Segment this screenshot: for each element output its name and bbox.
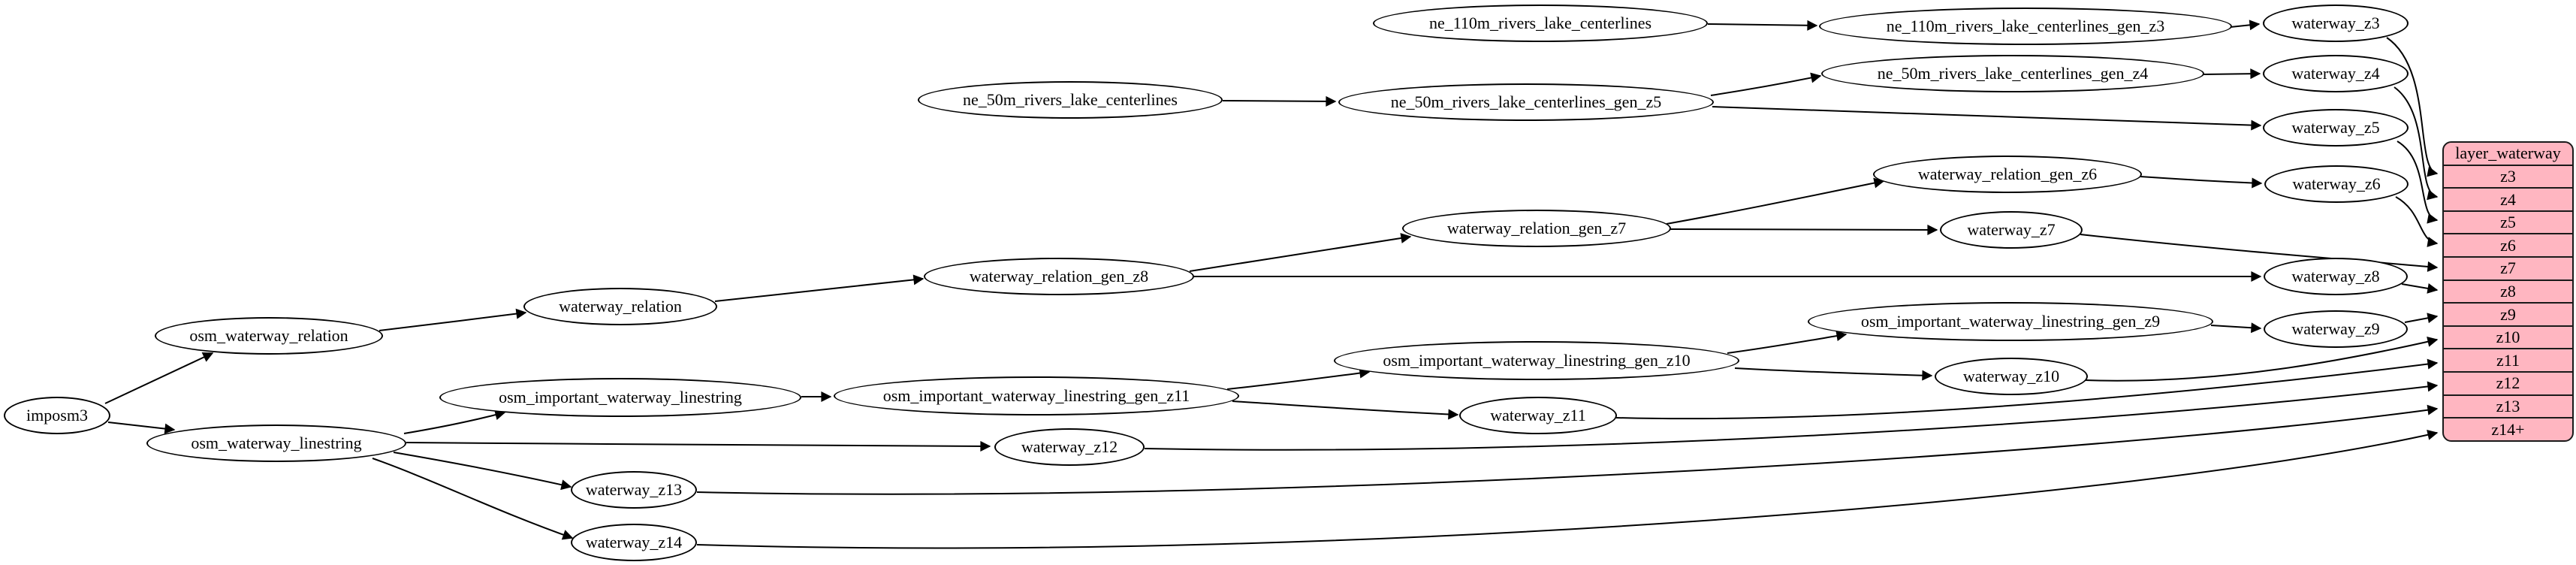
edge-waterway-z12-to-row-z12	[1144, 381, 2439, 451]
edge-osm-waterway-relation-to-waterway-relation	[379, 308, 527, 331]
edge-gen-z11-to-waterway-z11	[1232, 400, 1459, 420]
edge-waterway-z5-to-row-z5	[2397, 140, 2439, 224]
node-waterway-relation: waterway_relation	[523, 288, 717, 325]
node-waterway-z6: waterway_z6	[2264, 165, 2409, 203]
edge-waterway-relation-gen-z8-to-waterway-relation-gen-z7	[1189, 233, 1412, 272]
edge-ne-50m-gen-z5-to-gen-z4	[1710, 72, 1822, 96]
edge-waterway-z10-to-row-z10	[2084, 336, 2439, 382]
edge-imposm3-to-osm-waterway-relation	[104, 352, 214, 404]
node-waterway-z3: waterway_z3	[2263, 5, 2409, 42]
table-row-z3: z3	[2444, 164, 2572, 188]
edge-waterway-z6-to-row-z6	[2395, 196, 2439, 247]
node-osm-important-waterway-linestring-gen-z10: osm_important_waterway_linestring_gen_z1…	[1334, 341, 1739, 380]
edge-waterway-relation-gen-z6-to-waterway-z6	[2140, 176, 2263, 189]
table-row-z12: z12	[2444, 371, 2572, 394]
node-waterway-z12: waterway_z12	[994, 428, 1145, 466]
edge-waterway-z13-to-row-z13	[696, 404, 2439, 495]
node-osm-waterway-relation: osm_waterway_relation	[155, 317, 383, 355]
edge-imposm3-to-osm-waterway-linestring	[107, 421, 176, 434]
edge-waterway-z3-to-row-z3	[2386, 37, 2439, 177]
edge-ne-110m-gen-z3-to-waterway-z3	[2230, 20, 2261, 31]
edge-waterway-z14-to-row-z14plus	[696, 429, 2439, 549]
edge-waterway-z7-to-row-z7	[2080, 234, 2439, 272]
table-layer-waterway: layer_waterway z3 z4 z5 z6 z7 z8 z9 z10 …	[2442, 141, 2574, 442]
edge-waterway-relation-to-waterway-relation-gen-z8	[714, 274, 925, 302]
table-row-z6: z6	[2444, 233, 2572, 256]
table-row-z11: z11	[2444, 348, 2572, 371]
edge-ne-110m-rivers-lake-centerlines-to-gen-z3	[1707, 20, 1818, 31]
edge-waterway-relation-gen-z7-to-waterway-relation-gen-z6	[1666, 177, 1885, 225]
node-osm-important-waterway-linestring-gen-z9: osm_important_waterway_linestring_gen_z9	[1808, 302, 2213, 341]
edge-osm-waterway-linestring-to-osm-important-waterway-linestring	[403, 409, 506, 434]
node-waterway-z13: waterway_z13	[571, 471, 697, 509]
edge-osm-waterway-linestring-to-waterway-z13	[393, 452, 572, 491]
table-row-z14plus: z14+	[2444, 417, 2572, 440]
node-ne-50m-rivers-lake-centerlines-gen-z5: ne_50m_rivers_lake_centerlines_gen_z5	[1338, 83, 1714, 121]
node-osm-waterway-linestring: osm_waterway_linestring	[146, 425, 406, 462]
node-osm-important-waterway-linestring: osm_important_waterway_linestring	[439, 378, 801, 417]
node-ne-110m-rivers-lake-centerlines: ne_110m_rivers_lake_centerlines	[1373, 5, 1708, 42]
node-waterway-z7: waterway_z7	[1940, 211, 2083, 249]
edge-gen-z10-to-gen-z9	[1727, 331, 1848, 354]
table-row-z7: z7	[2444, 256, 2572, 279]
table-row-z4: z4	[2444, 187, 2572, 210]
node-waterway-z4: waterway_z4	[2263, 55, 2409, 92]
edge-waterway-z9-to-row-z9	[2404, 313, 2439, 324]
node-ne-50m-rivers-lake-centerlines: ne_50m_rivers_lake_centerlines	[918, 81, 1223, 119]
node-imposm3: imposm3	[4, 397, 110, 434]
edge-ne-50m-gen-z5-to-waterway-z5	[1712, 106, 2262, 131]
table-row-z13: z13	[2444, 394, 2572, 418]
node-ne-110m-rivers-lake-centerlines-gen-z3: ne_110m_rivers_lake_centerlines_gen_z3	[1819, 8, 2232, 45]
edge-waterway-relation-gen-z7-to-waterway-z7	[1670, 224, 1938, 235]
node-waterway-relation-gen-z8: waterway_relation_gen_z8	[924, 258, 1194, 295]
node-waterway-z8: waterway_z8	[2264, 258, 2408, 295]
edge-gen-z11-to-gen-z10	[1226, 367, 1371, 390]
edge-waterway-z11-to-row-z11	[1615, 358, 2439, 420]
node-waterway-z10: waterway_z10	[1935, 358, 2088, 395]
edge-gen-z9-to-waterway-z9	[2210, 322, 2262, 334]
table-row-z8: z8	[2444, 279, 2572, 303]
node-waterway-relation-gen-z7: waterway_relation_gen_z7	[1402, 210, 1671, 247]
table-row-z10: z10	[2444, 325, 2572, 349]
node-waterway-z5: waterway_z5	[2263, 109, 2409, 147]
node-waterway-relation-gen-z6: waterway_relation_gen_z6	[1873, 156, 2142, 193]
node-osm-important-waterway-linestring-gen-z11: osm_important_waterway_linestring_gen_z1…	[834, 376, 1239, 415]
node-waterway-z11: waterway_z11	[1459, 397, 1617, 434]
table-row-z9: z9	[2444, 302, 2572, 325]
node-ne-50m-rivers-lake-centerlines-gen-z4: ne_50m_rivers_lake_centerlines_gen_z4	[1821, 55, 2204, 92]
edge-osm-waterway-linestring-to-waterway-z14	[372, 458, 574, 540]
node-waterway-z9: waterway_z9	[2264, 310, 2408, 348]
edge-waterway-z4-to-row-z4	[2394, 86, 2439, 201]
node-waterway-z14: waterway_z14	[571, 524, 697, 561]
edge-gen-z10-to-waterway-z10	[1734, 367, 1933, 381]
edge-waterway-z8-to-row-z8	[2401, 282, 2439, 294]
table-row-z5: z5	[2444, 210, 2572, 234]
table-title: layer_waterway	[2455, 144, 2561, 163]
edge-osm-waterway-linestring-to-waterway-z12	[406, 440, 991, 452]
